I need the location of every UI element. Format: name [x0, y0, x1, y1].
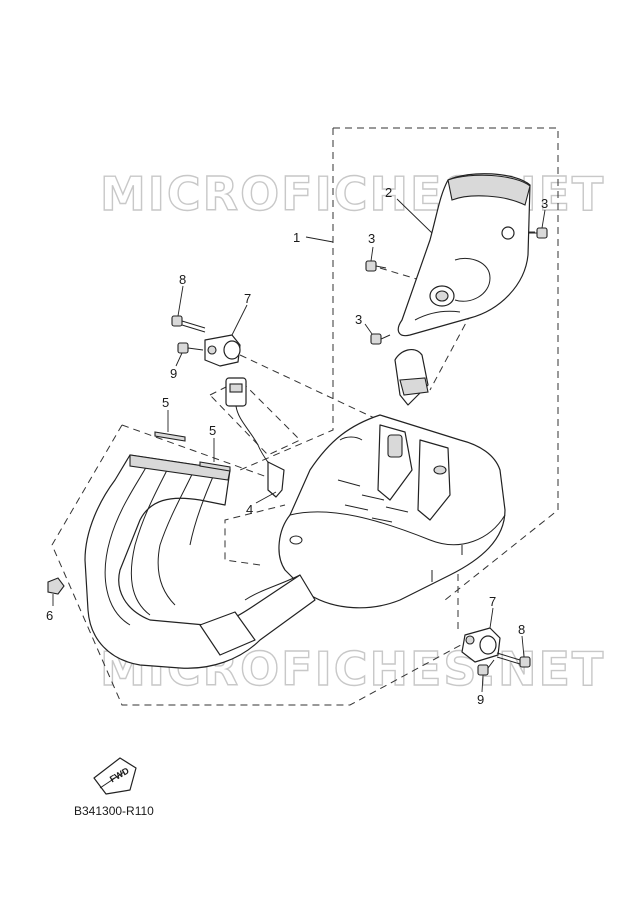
muffler-assembly-boundary — [333, 127, 559, 601]
callout-3-middle: 3 — [355, 312, 362, 327]
muffler-protector-part — [397, 173, 531, 337]
sensor-boundary — [209, 379, 301, 456]
callout-5-right: 5 — [209, 423, 216, 438]
exhaust-header-pipes — [84, 454, 316, 669]
bolt-9-front — [177, 342, 204, 354]
leader-3a — [370, 246, 374, 262]
callout-8-front: 8 — [179, 272, 186, 287]
muffler-body — [278, 414, 506, 609]
muffler-assembly-boundary-left — [239, 128, 334, 471]
leader-2 — [396, 198, 433, 234]
bolt-3-top — [365, 260, 387, 272]
callout-4: 4 — [246, 502, 253, 517]
callout-7-rear: 7 — [489, 594, 496, 609]
nut-6 — [47, 577, 65, 595]
bolt-8-rear — [496, 652, 531, 668]
oxygen-sensor — [225, 377, 285, 498]
exhaust-pipe-boundary — [51, 424, 471, 706]
callout-8-rear: 8 — [518, 622, 525, 637]
bolt-8-front — [171, 315, 206, 333]
callout-5-left: 5 — [162, 395, 169, 410]
leader-3b — [364, 323, 373, 335]
leader-8b — [521, 635, 525, 658]
forward-arrow-icon: FWD — [93, 757, 137, 795]
alignment-line-bolt-top — [379, 267, 421, 281]
muffler-bracket — [394, 348, 429, 406]
leader-8a — [177, 285, 184, 317]
diagram-code: B341300-R110 — [74, 804, 154, 818]
leader-7b — [489, 607, 494, 629]
damper-7-front — [204, 334, 241, 367]
gasket-5-right — [199, 461, 231, 472]
gasket-5-left — [154, 431, 186, 442]
callout-6: 6 — [46, 608, 53, 623]
callout-9-front: 9 — [170, 366, 177, 381]
damper-7-rear — [461, 627, 501, 663]
leader-9a — [175, 352, 183, 367]
leader-7a — [231, 304, 248, 336]
callout-7-front: 7 — [244, 291, 251, 306]
callout-1: 1 — [293, 230, 300, 245]
callout-3-right: 3 — [541, 196, 548, 211]
leader-4 — [255, 491, 277, 504]
bolt-3-right — [528, 227, 548, 239]
leader-9b — [481, 674, 484, 693]
leader-3c — [541, 209, 546, 229]
leader-1 — [305, 236, 334, 243]
callout-9-rear: 9 — [477, 692, 484, 707]
alignment-line-clamp — [224, 504, 286, 566]
callout-3-top: 3 — [368, 231, 375, 246]
callout-2: 2 — [385, 185, 392, 200]
bolt-3-middle — [370, 333, 391, 345]
